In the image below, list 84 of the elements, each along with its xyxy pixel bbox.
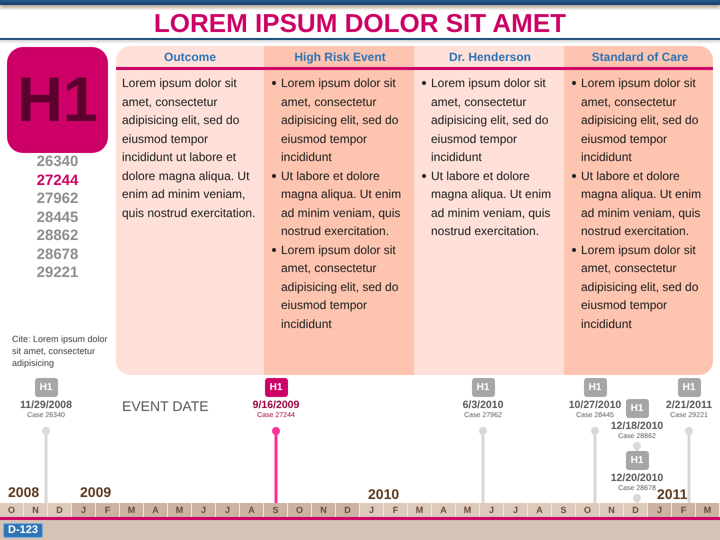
case-number: 27962 xyxy=(36,190,78,208)
month-cell: O xyxy=(0,503,23,517)
month-cell: N xyxy=(312,503,335,517)
column-panel xyxy=(414,46,564,375)
month-cell: A xyxy=(144,503,167,517)
event-date: 12/18/2010 xyxy=(610,420,664,432)
case-number: 29221 xyxy=(36,264,78,282)
month-cell: J xyxy=(216,503,239,517)
month-cell: J xyxy=(504,503,527,517)
year-label: 2008 xyxy=(8,485,40,500)
bullet-item: Ut labore et dolore magna aliqua. Ut enim ad minim veniam, quis nostrud exercitation. xyxy=(271,166,409,240)
bullet-item: Lorem ipsum dolor sit amet, consectetur adipisicing elit, sed do eiusmod tempor incididunt xyxy=(271,74,409,166)
month-cell: F xyxy=(96,503,119,517)
month-cell: J xyxy=(72,503,95,517)
month-cell: N xyxy=(600,503,623,517)
column-header: Outcome xyxy=(164,50,216,64)
month-cell: M xyxy=(408,503,431,517)
month-cell: A xyxy=(240,503,263,517)
pin-line xyxy=(591,427,599,503)
month-cell: M xyxy=(168,503,191,517)
bullet-item: Lorem ipsum dolor sit amet, consectetur adipisicing elit, sed do eiusmod tempor incididunt xyxy=(571,74,709,166)
event-badge: H1 xyxy=(264,378,288,397)
pin-line xyxy=(633,494,641,503)
pin-line xyxy=(42,427,50,503)
case-number: 28678 xyxy=(36,246,78,264)
month-cell: F xyxy=(672,503,695,517)
event-badge: H1 xyxy=(678,378,700,397)
pin-line xyxy=(685,427,693,503)
event-date: 10/27/2010 xyxy=(568,399,622,411)
case-number: 28445 xyxy=(36,208,78,227)
column-header: High Risk Event xyxy=(294,50,386,64)
month-cell: J xyxy=(648,503,671,517)
event-date: 9/16/2009 xyxy=(252,399,300,411)
month-cell: A xyxy=(528,503,551,517)
year-label: 2009 xyxy=(80,485,112,500)
month-cell: D xyxy=(624,503,647,517)
column-panel xyxy=(564,46,713,375)
month-cell: O xyxy=(288,503,311,517)
event-badge: H1 xyxy=(34,378,58,397)
month-cell: J xyxy=(360,503,383,517)
event-date: 2/21/2011 xyxy=(666,399,712,411)
month-cell: J xyxy=(480,503,503,517)
slide-title: LOREM IPSUM DOLOR SIT AMET xyxy=(154,8,566,38)
month-cell: S xyxy=(552,503,575,517)
bullet-item: Ut labore et dolore magna aliqua. Ut enim ad minim veniam, quis nostrud exercitation. xyxy=(571,166,709,240)
case-number: 26340 xyxy=(36,153,78,172)
month-cell: A xyxy=(432,503,455,517)
month-cell: N xyxy=(24,503,47,517)
page-code-tag: D-123 xyxy=(3,523,43,538)
month-cell: M xyxy=(456,503,479,517)
column-panel xyxy=(116,46,264,375)
month-cell: M xyxy=(696,503,719,517)
year-label: 2011 xyxy=(657,487,688,502)
month-cell: O xyxy=(576,503,599,517)
citation-note: Cite: Lorem ipsum dolor sit amet, consectetur adipisicing xyxy=(12,333,109,369)
event-date-heading: EVENT DATE xyxy=(122,398,209,415)
event-badge: H1 xyxy=(584,378,606,397)
year-label: 2010 xyxy=(368,487,400,502)
bullet-item: Lorem ipsum dolor sit amet, consectetur adipisicing elit, sed do eiusmod tempor incididunt xyxy=(571,240,709,333)
event-date: 12/20/2010 xyxy=(610,472,664,484)
case-number: 28862 xyxy=(36,227,78,246)
event-date: 11/29/2008 xyxy=(20,399,72,411)
column-header: Standard of Care xyxy=(592,50,688,64)
pin-line xyxy=(479,427,487,503)
event-date: 6/3/2010 xyxy=(462,399,504,411)
bullet-item: Lorem ipsum dolor sit amet, consectetur adipisicing elit, sed do eiusmod tempor incididunt xyxy=(271,240,409,333)
column-header: Dr. Henderson xyxy=(448,50,532,64)
month-cell: J xyxy=(192,503,215,517)
month-cell: M xyxy=(120,503,143,517)
bullet-item: Lorem ipsum dolor sit amet, consectetur adipisicing elit, sed do eiusmod tempor incididunt xyxy=(421,74,559,166)
bullet-item: Ut labore et dolore magna aliqua. Ut enim ad minim veniam, quis nostrud exercitation. xyxy=(421,166,559,240)
case-number: 27244 xyxy=(36,172,78,190)
event-badge: H1 xyxy=(626,451,648,470)
month-cell: D xyxy=(336,503,359,517)
event-badge: H1 xyxy=(626,399,648,418)
column-text: Lorem ipsum dolor sit amet, consectetur adipisicing elit, sed do eiusmod tempor incididunt ut labore et dolore magna aliqua. Ut enim ad minim veniam, quis nostrud exercitation. xyxy=(122,75,256,222)
h1-tile: H1 xyxy=(7,47,108,153)
pin-line xyxy=(633,442,641,451)
month-cell: D xyxy=(48,503,71,517)
month-cell: F xyxy=(384,503,407,517)
column-panel xyxy=(264,46,414,375)
month-cell: S xyxy=(264,503,287,517)
event-badge: H1 xyxy=(472,378,494,397)
pin-line xyxy=(272,427,280,503)
